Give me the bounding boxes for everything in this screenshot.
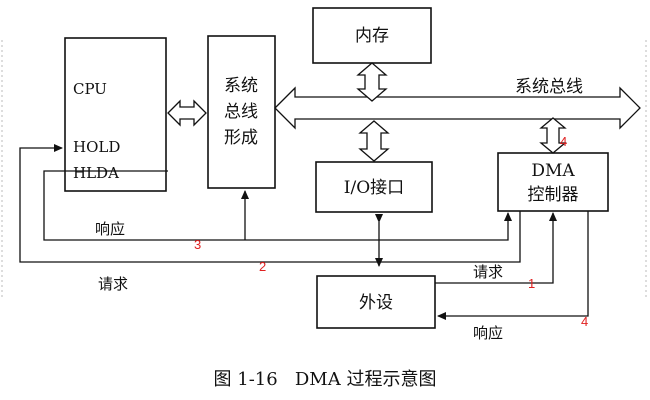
cpu-box: CPU HOLD HLDA bbox=[64, 37, 167, 192]
step-number-2: 2 bbox=[259, 259, 266, 274]
peripheral-box: 外设 bbox=[316, 275, 436, 329]
peripheral-response-label: 响应 bbox=[473, 324, 503, 342]
peripheral-response-arrow bbox=[437, 211, 589, 320]
bus-former-label-line3: 形成 bbox=[224, 128, 258, 148]
step-number-4-top: 4 bbox=[560, 134, 567, 149]
dma-controller-label-line1: DMA bbox=[531, 161, 575, 181]
memory-box: 内存 bbox=[312, 7, 432, 64]
cpu-response-label: 响应 bbox=[95, 220, 125, 238]
cpu-response-hlda-arrow bbox=[43, 170, 512, 241]
cpu-request-hold-arrow bbox=[19, 144, 521, 263]
cpu-request-label: 请求 bbox=[98, 275, 128, 293]
bus-former-label-line2: 总线 bbox=[224, 102, 258, 122]
peripheral-request-arrow bbox=[435, 212, 557, 284]
io-interface-label: I/O接口 bbox=[344, 178, 404, 198]
memory-label: 内存 bbox=[355, 26, 389, 46]
io-interface-box: I/O接口 bbox=[315, 161, 433, 213]
cpu-hlda-pin: HLDA bbox=[73, 164, 119, 182]
figure-caption: 图 1-16 DMA 过程示意图 bbox=[214, 369, 437, 390]
bus-former-box: 系统 总线 形成 bbox=[207, 35, 276, 189]
bus-former-label-line1: 系统 bbox=[224, 76, 258, 96]
step-number-1: 1 bbox=[528, 276, 535, 291]
dma-bus-arrow bbox=[539, 117, 567, 154]
peripheral-request-label: 请求 bbox=[473, 263, 503, 281]
peripheral-label: 外设 bbox=[359, 293, 393, 313]
io-bus-arrow bbox=[358, 120, 390, 162]
step-number-3: 3 bbox=[194, 237, 201, 252]
dma-controller-label-line2: 控制器 bbox=[528, 185, 579, 205]
cpu-title: CPU bbox=[73, 80, 107, 98]
cpu-hold-pin: HOLD bbox=[73, 138, 120, 156]
memory-bus-arrow bbox=[356, 62, 388, 102]
system-bus-arrow bbox=[274, 86, 641, 130]
dma-controller-box: DMA 控制器 bbox=[497, 152, 609, 212]
cpu-bus-former-bus-arrow bbox=[167, 99, 207, 127]
step-number-4-bottom: 4 bbox=[581, 314, 588, 329]
system-bus-label: 系统总线 bbox=[515, 77, 583, 97]
